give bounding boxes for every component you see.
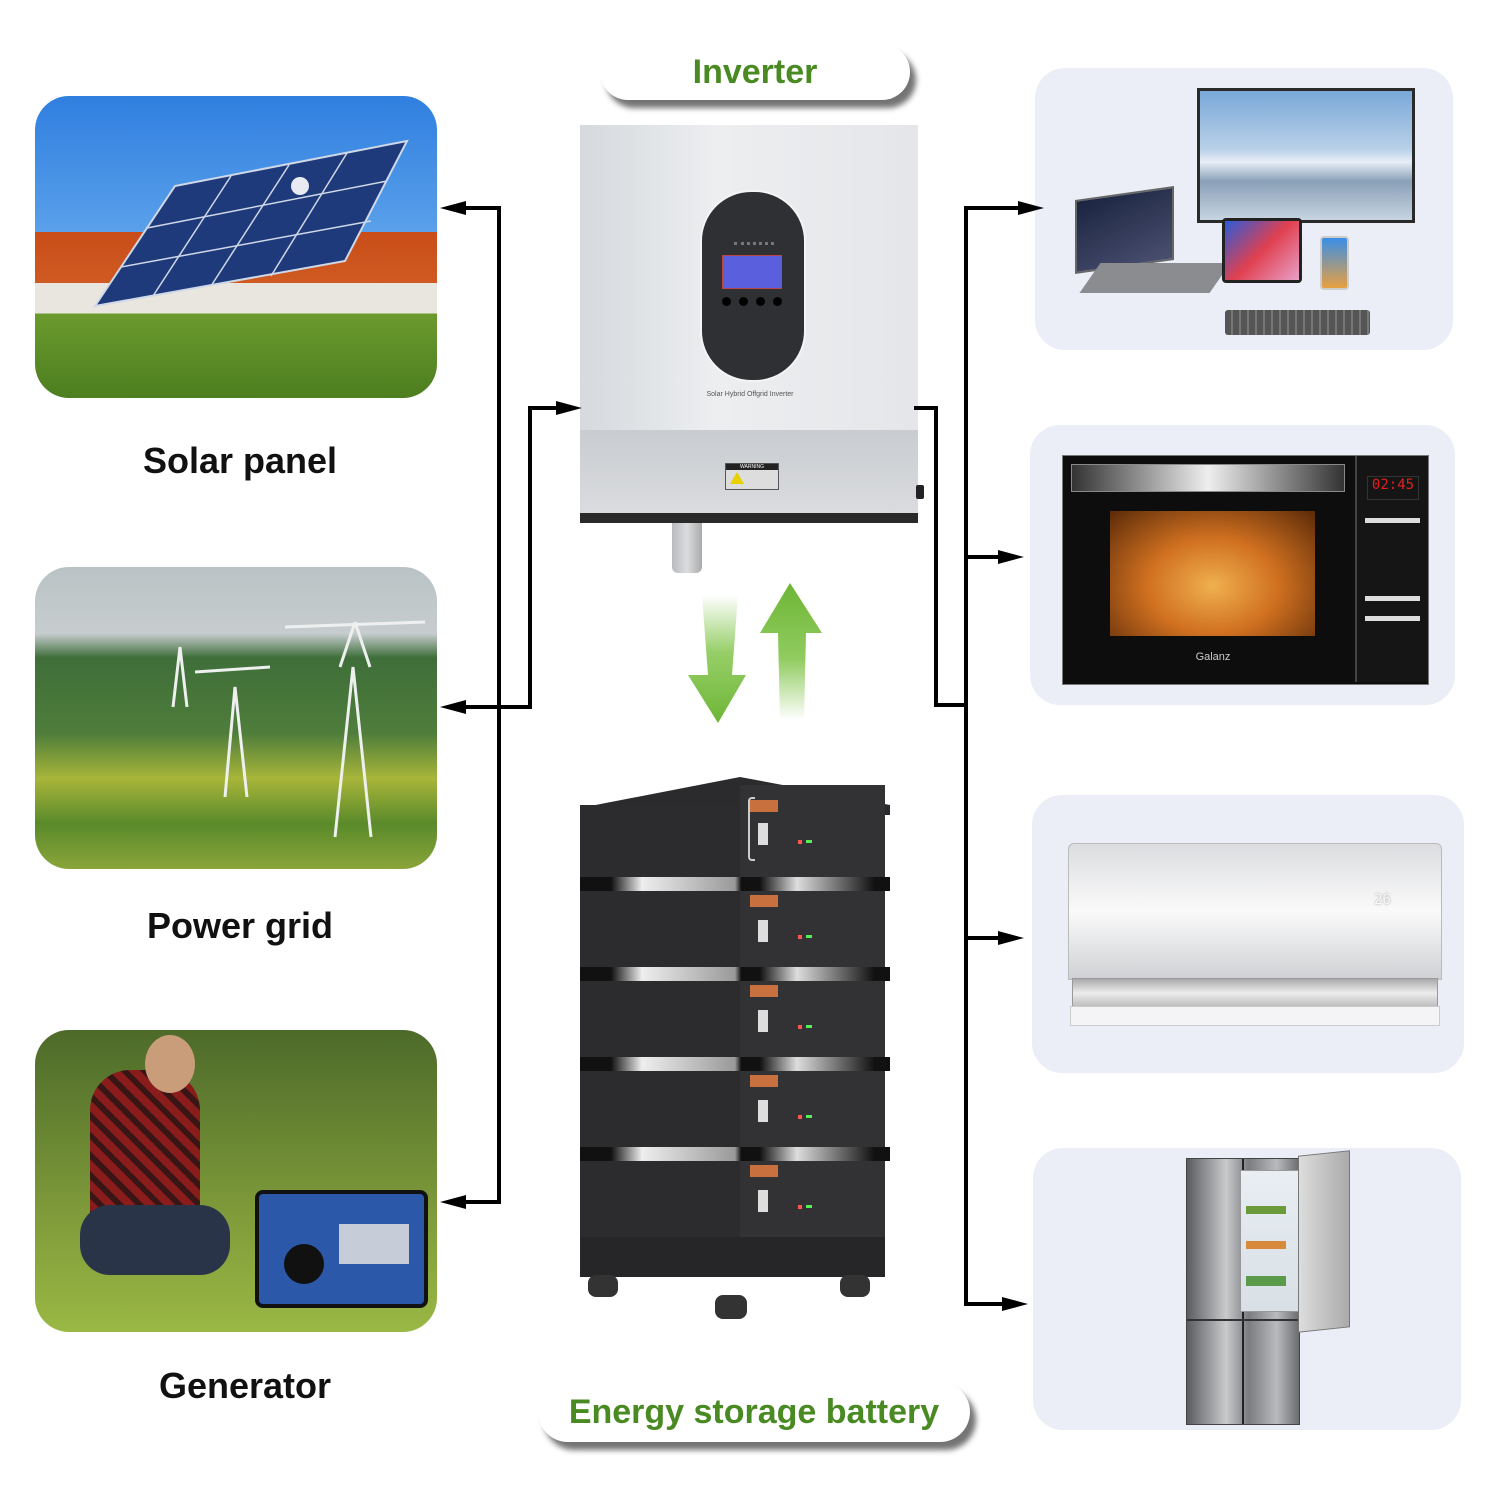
arrow-to-grid-icon <box>440 700 466 714</box>
arrow-to-air-conditioner-icon <box>998 931 1024 945</box>
refrigerator-interior <box>1240 1170 1300 1312</box>
battery-foot <box>840 1275 870 1297</box>
wire-grid-to-inverter <box>528 406 532 709</box>
wire-to-refrigerator <box>964 1302 1006 1306</box>
wire-to-air-conditioner <box>964 936 1002 940</box>
source-card-solar <box>35 96 437 398</box>
inverter-label-pill: Inverter <box>600 44 910 100</box>
person-jeans <box>80 1205 230 1275</box>
warning-triangle-icon <box>730 472 744 484</box>
microwave-brand: Galanz <box>1195 651 1231 663</box>
arrow-to-microwave-icon <box>998 550 1024 564</box>
wire-to-computers <box>964 206 1022 210</box>
keyboard-icon <box>1225 310 1370 335</box>
warning-text: WARNING <box>726 464 778 470</box>
battery-foot <box>588 1275 618 1297</box>
ac-display: 26 <box>1374 892 1391 908</box>
inverter-product-text: Solar Hybrid Offgrid Inverter <box>706 391 794 398</box>
warning-sticker: WARNING <box>725 463 779 490</box>
power-pylon-icon <box>171 620 426 838</box>
person-shirt <box>90 1070 200 1230</box>
arrow-down-icon <box>688 595 746 723</box>
inverter-device: Solar Hybrid Offgrid Inverter WARNING <box>580 125 924 573</box>
arrow-to-computers-icon <box>1018 201 1044 215</box>
source-card-generator <box>35 1030 437 1332</box>
arrow-to-generator-icon <box>440 1195 466 1209</box>
source-label-grid: Power grid <box>146 905 334 946</box>
battery-label-pill: Energy storage battery <box>538 1382 970 1442</box>
load-card-refrigerator <box>1033 1148 1461 1430</box>
source-label-generator: Generator <box>158 1365 332 1406</box>
wire-to-generator <box>462 1200 501 1204</box>
arrow-to-solar-icon <box>440 201 466 215</box>
battery-tower <box>580 775 892 1335</box>
source-card-grid <box>35 567 437 869</box>
wire-to-solar <box>462 206 501 210</box>
tablet-icon <box>1222 218 1302 283</box>
wire-right-bus <box>964 206 968 1306</box>
inverter-label: Inverter <box>692 53 818 91</box>
battery-foot <box>715 1295 747 1319</box>
inverter-button[interactable] <box>739 297 748 306</box>
air-conditioner-icon: 26 <box>1068 843 1442 980</box>
microwave-control-panel: 02:45 <box>1355 456 1428 682</box>
inverter-button[interactable] <box>773 297 782 306</box>
inverter-cable-gland <box>672 523 702 573</box>
microwave-window <box>1110 511 1315 636</box>
arrow-into-inverter-icon <box>556 401 582 415</box>
wire-inverter-output <box>914 406 938 410</box>
inverter-lcd-screen <box>722 255 782 289</box>
wire-inverter-input <box>528 406 560 410</box>
refrigerator-door-open <box>1298 1150 1350 1333</box>
microwave-display: 02:45 <box>1367 476 1419 500</box>
wire-to-grid <box>462 705 532 709</box>
phone-icon <box>1320 236 1349 290</box>
load-card-computers <box>1035 68 1453 350</box>
load-card-air-conditioner: 26 <box>1032 795 1464 1073</box>
wire-to-microwave <box>964 555 1002 559</box>
arrow-to-refrigerator-icon <box>1002 1297 1028 1311</box>
monitor-icon <box>1197 88 1415 223</box>
charge-discharge-arrows <box>688 583 822 723</box>
wire-output-join <box>934 703 968 707</box>
arrow-up-icon <box>760 583 822 720</box>
inverter-control-panel <box>700 190 806 382</box>
battery-label: Energy storage battery <box>568 1393 940 1431</box>
laptop-icon <box>1075 186 1174 274</box>
microwave-icon: Galanz 02:45 <box>1062 455 1429 685</box>
solar-panel-icon <box>92 139 409 308</box>
source-label-solar: Solar panel <box>142 440 338 481</box>
inverter-button[interactable] <box>722 297 731 306</box>
inverter-button[interactable] <box>756 297 765 306</box>
wire-inverter-output-down <box>934 406 938 707</box>
load-card-microwave: Galanz 02:45 <box>1030 425 1455 705</box>
generator-icon <box>255 1190 428 1308</box>
